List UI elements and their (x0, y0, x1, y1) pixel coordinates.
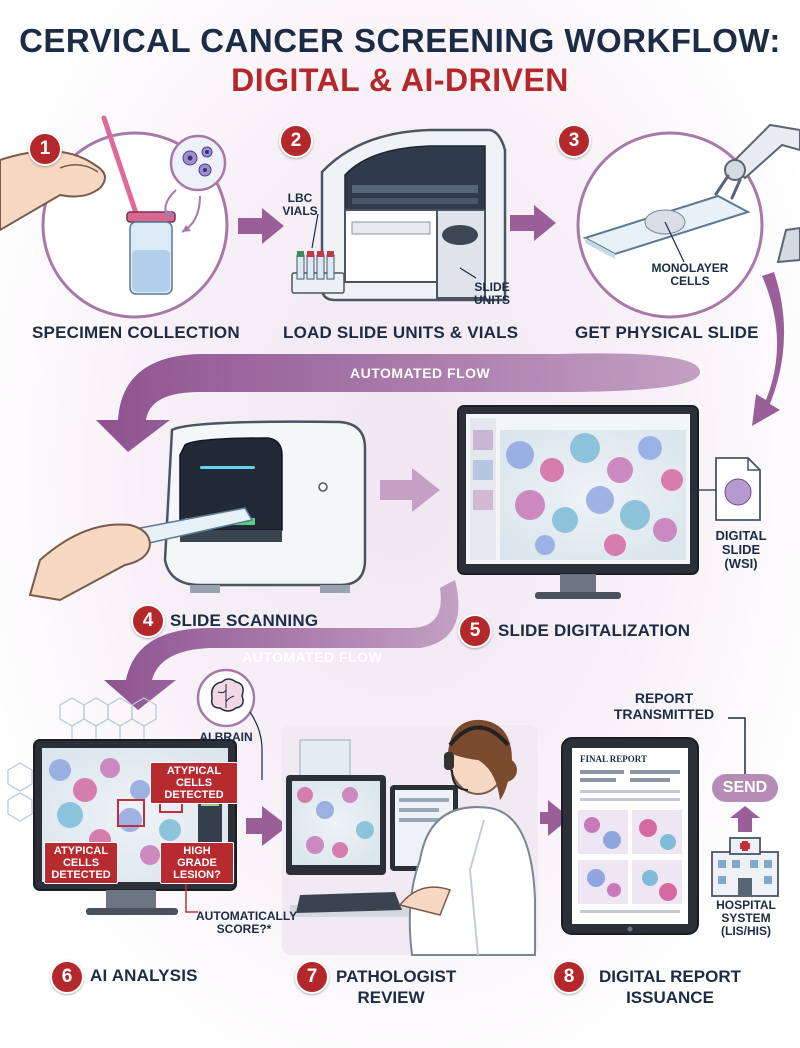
automated-flow-label-1: AUTOMATED FLOW (350, 365, 491, 381)
step2-badge: 2 (279, 124, 313, 158)
arrow-1-to-2 (238, 208, 284, 244)
step5-illustration (457, 405, 761, 599)
step5-label: SLIDE DIGITALIZATION (498, 621, 691, 640)
hospital-system-callout: HOSPITAL SYSTEM (LIS/HIS) (716, 898, 776, 938)
step4-label: SLIDE SCANNING (170, 611, 319, 630)
arrow-2-to-3 (510, 205, 556, 241)
step3-label: GET PHYSICAL SLIDE (575, 323, 759, 342)
atypical-cells-tag-left: ATYPICAL CELLS DETECTED (44, 842, 118, 884)
step1-badge: 1 (28, 132, 62, 166)
step7-badge: 7 (295, 960, 329, 994)
step4-badge: 4 (131, 604, 165, 638)
final-report-heading: FINAL REPORT (580, 754, 647, 764)
high-grade-lesion-tag: HIGH GRADE LESION? (160, 842, 234, 884)
step4-illustration (28, 420, 367, 602)
page-subtitle: DIGITAL & AI-DRIVEN (231, 62, 569, 98)
page-title: CERVICAL CANCER SCREENING WORKFLOW: (19, 22, 781, 59)
slide-units-callout: SLIDE UNITS (474, 280, 510, 307)
step6-label: AI ANALYSIS (90, 966, 198, 985)
automatically-score-callout: AUTOMATICALLY SCORE?* (196, 909, 298, 936)
cell-magnify-icon (169, 134, 227, 192)
step2-label: LOAD SLIDE UNITS & VIALS (283, 323, 519, 342)
swab-icon (101, 115, 143, 228)
arrow-3-to-5 (752, 272, 785, 426)
step8-label: DIGITAL REPORT ISSUANCE (599, 967, 741, 1007)
step2-illustration (291, 128, 507, 302)
lbc-vials-callout: LBC VIALS (282, 191, 318, 218)
step6-badge: 6 (50, 960, 84, 994)
ai-brain-callout: AI BRAIN (199, 730, 253, 744)
arrow-7-to-8 (540, 800, 570, 836)
arrow-4-to-5 (380, 468, 440, 512)
report-transmitted-callout: REPORT TRANSMITTED (613, 690, 715, 722)
step7-illustration (282, 719, 538, 956)
arrow-6-to-7 (246, 806, 288, 846)
step3-illustration (576, 123, 800, 319)
step7-label: PATHOLOGIST REVIEW (336, 967, 457, 1007)
step5-badge: 5 (458, 614, 492, 648)
step1-label: SPECIMEN COLLECTION (32, 323, 240, 342)
send-button[interactable]: SEND (712, 774, 778, 802)
hospital-icon (711, 837, 779, 897)
monolayer-cells-callout: MONOLAYER CELLS (651, 261, 729, 288)
automated-flow-label-2: AUTOMATED FLOW (242, 649, 383, 665)
arrow-hospital-to-send (730, 806, 760, 832)
digital-slide-callout: DIGITAL SLIDE (WSI) (715, 528, 767, 571)
step1-illustration (0, 115, 229, 319)
automated-flow-band-1 (96, 353, 700, 452)
step8-illustration (561, 717, 779, 935)
step8-badge: 8 (552, 960, 586, 994)
atypical-cells-tag-top: ATYPICAL CELLS DETECTED (150, 762, 238, 804)
automated-flow-band-2 (104, 580, 459, 710)
step3-badge: 3 (557, 124, 591, 158)
